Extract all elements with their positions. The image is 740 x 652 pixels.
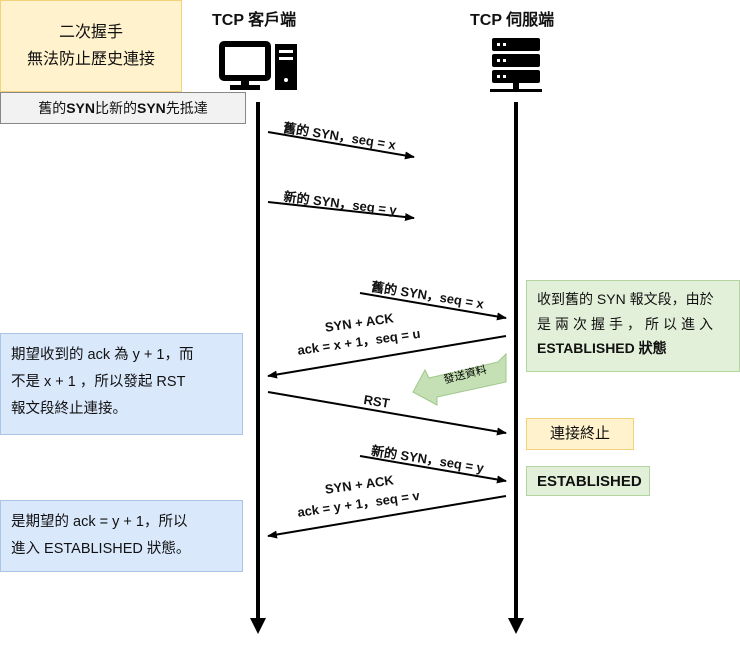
title-line-1: 二次握手 — [58, 23, 123, 41]
server-note-line-1: 收到舊的 SYN 報文段，由於 — [537, 291, 714, 307]
compare-syn-2: SYN — [137, 100, 166, 116]
connection-terminated-note: 連接終止 — [526, 418, 634, 450]
send-data-arrow: 發送資料 — [412, 352, 507, 406]
arrow-new-syn-1 — [267, 201, 415, 221]
arrow-synack-1 — [267, 335, 507, 379]
arrow-new-syn-2 — [359, 455, 507, 484]
client-note-line-2: 不是 x + 1 ，所以發起 RST — [11, 373, 186, 390]
client-correct-line-2: 進入 ESTABLISHED 狀態。 — [11, 540, 191, 557]
arrow-synack-2 — [267, 495, 507, 539]
client-note-line-3: 報文段終止連接。 — [11, 400, 127, 417]
compare-text-2: 比新的 — [95, 100, 137, 116]
client-established-note: 是期望的 ack = y + 1，所以 進入 ESTABLISHED 狀態。 — [0, 500, 243, 572]
title-line-2: 無法防止歷史連接 — [26, 51, 155, 68]
client-rst-note: 期望收到的 ack 為 y + 1，而 不是 x + 1 ，所以發起 RST 報… — [0, 333, 243, 435]
server-note-line-3: ESTABLISHED 狀態 — [537, 340, 667, 356]
compare-text-1: 舊的 — [38, 100, 67, 116]
compare-text-3: 先抵達 — [165, 100, 208, 116]
server-rack-icon — [490, 38, 542, 92]
title-box: 二次握手 無法防止歷史連接 — [0, 0, 182, 92]
arrow-old-syn-1 — [267, 131, 415, 160]
desktop-computer-icon — [219, 41, 297, 90]
client-lifeline-arrowhead — [250, 618, 266, 634]
old-before-new-note: 舊的 SYN 比新的 SYN 先抵達 — [0, 92, 246, 124]
server-lifeline-arrowhead — [508, 618, 524, 634]
client-correct-line-1: 是期望的 ack = y + 1，所以 — [11, 514, 188, 530]
compare-syn-1: SYN — [66, 100, 95, 116]
server-established-note: 收到舊的 SYN 報文段，由於 是兩次握手，所以進入 ESTABLISHED 狀… — [526, 280, 740, 372]
established-note: ESTABLISHED — [526, 466, 650, 496]
arrow-rst — [267, 391, 507, 436]
client-note-line-1: 期望收到的 ack 為 y + 1，而 — [11, 347, 194, 363]
server-note-line-2: 是兩次握手，所以進入 — [537, 315, 717, 332]
server-label: TCP 伺服端 — [470, 12, 555, 29]
client-label: TCP 客戶端 — [212, 12, 297, 29]
arrow-old-syn-2 — [359, 292, 507, 321]
